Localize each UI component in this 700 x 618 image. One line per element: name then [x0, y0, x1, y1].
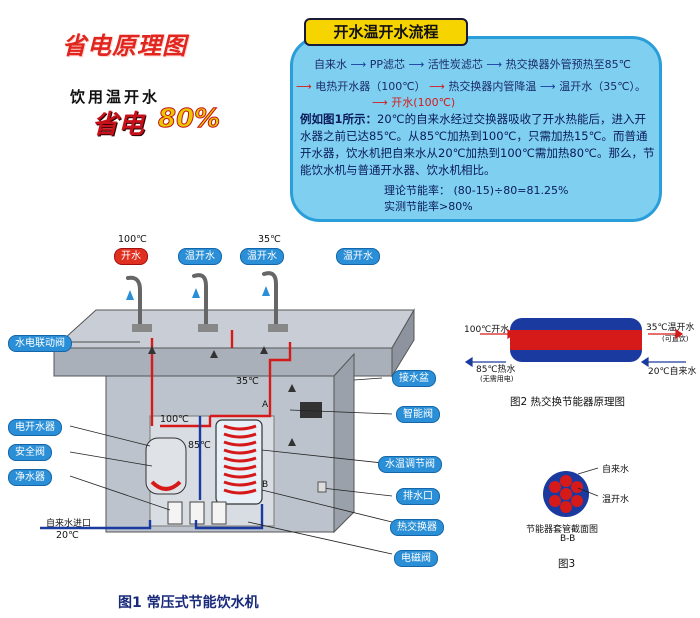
flow-step: 热交换器内管降温 — [448, 80, 537, 93]
flow-step: 热交换器外管预热至85℃ — [505, 58, 631, 71]
temp-35: 35℃ — [236, 376, 259, 387]
heat-exchanger-schematic — [510, 318, 642, 362]
fig2-hot-in: 100℃开水 — [464, 325, 510, 335]
cross-section-drawing — [543, 471, 589, 517]
arrow-right-icon: ⟶ — [350, 58, 370, 71]
tap-temp-35: 35℃ — [258, 234, 281, 245]
label-temp-valve: 水温调节阀 — [378, 456, 442, 473]
temp-85: 85℃ — [188, 440, 211, 451]
cabinet-side — [333, 352, 355, 534]
arrow-right-icon: ⟶ — [429, 80, 449, 93]
diagram-title: 省电原理图 — [62, 32, 187, 60]
flow-line-1: 自来水 ⟶ PP滤芯 ⟶ 活性炭滤芯 ⟶ 热交换器外管预热至85℃ — [314, 56, 631, 72]
tap-label-hot: 开水 — [114, 248, 148, 265]
label-smart-valve: 智能阀 — [396, 406, 440, 423]
paragraph-text: 20℃的自来水经过交换器吸收了开水热能后，进入开水器之前已达85℃。从85℃加热… — [300, 112, 655, 177]
fig2-hot-out: 85℃热水 — [476, 365, 516, 375]
figure2-caption: 图2 热交换节能器原理图 — [510, 396, 626, 408]
fig3-label-warm: 温开水 — [602, 495, 630, 505]
fig2-warm-out: 35℃温开水 — [646, 323, 695, 333]
label-safety-valve: 安全阀 — [8, 444, 52, 461]
fig2-arrows — [464, 328, 686, 368]
flow-step: 温开水（35℃）。 — [559, 80, 647, 93]
fig3-section-name: B-B — [560, 534, 576, 544]
arrow-right-icon: ⟶ — [296, 80, 312, 93]
fig3-section-title: 节能器套管截面图 — [526, 525, 599, 535]
saving-percent: 80% — [157, 104, 221, 135]
temp-20: 20℃ — [56, 530, 79, 541]
flow-step: 活性炭滤芯 — [427, 58, 483, 71]
theory-rate: 理论节能率： (80-15)÷80=81.25% — [384, 184, 569, 197]
flow-title: 开水温开水流程 — [304, 18, 468, 46]
control-box — [300, 402, 322, 418]
fig2-warm-note: (可直饮) — [662, 335, 689, 343]
actual-rate: 实测节能率>80% — [384, 200, 473, 213]
tap-label-warm: 温开水 — [336, 248, 380, 265]
section-b-label: B — [262, 480, 269, 490]
arrow-right-icon: ⟶ — [372, 96, 388, 109]
flow-panel — [290, 36, 662, 222]
section-a-label: A — [262, 400, 269, 410]
example-label: 例如图1所示： — [300, 112, 378, 126]
basin-side — [391, 308, 415, 378]
water-machine-diagram — [40, 271, 415, 555]
flow-step: 自来水 — [314, 58, 347, 71]
label-purifier: 净水器 — [8, 469, 52, 486]
flow-line-2: ⟶ 电热开水器（100℃） ⟶ 热交换器内管降温 ⟶ 温开水（35℃）。 — [296, 78, 646, 94]
figure1-caption: 图1 常压式节能饮水机 — [118, 595, 259, 611]
inlet-label: 自来水进口 — [46, 519, 92, 529]
arrow-right-icon: ⟶ — [408, 58, 428, 71]
tap-label-warm: 温开水 — [178, 248, 222, 265]
flow-line-3: ⟶ 开水(100℃) — [372, 94, 455, 110]
label-drain: 排水口 — [396, 488, 440, 505]
fig2-hot-note: (无需用电) — [480, 375, 514, 383]
tap-temp-100: 100℃ — [118, 234, 147, 245]
figure3-caption: 图3 — [558, 558, 576, 570]
label-heat-exchanger: 热交换器 — [390, 519, 444, 536]
flow-step: 电热开水器（100℃） — [315, 80, 426, 93]
label-valve-power-link: 水电联动阀 — [8, 335, 72, 352]
tap-label-warm: 温开水 — [240, 248, 284, 265]
subtitle: 饮用温开水 — [70, 88, 161, 106]
fig3-label-tap: 自来水 — [602, 465, 630, 475]
electric-boiler — [145, 437, 187, 495]
saving-word: 省电 — [92, 110, 145, 140]
label-electric-boiler: 电开水器 — [8, 419, 62, 436]
fig3-leaders — [577, 467, 599, 497]
fig2-cold-in: 20℃自来水 — [648, 367, 697, 377]
label-basin: 接水盆 — [392, 370, 436, 387]
label-solenoid-valve: 电磁阀 — [394, 550, 438, 567]
flow-step: PP滤芯 — [369, 58, 406, 71]
arrow-right-icon: ⟶ — [539, 80, 560, 93]
arrow-right-icon: ⟶ — [486, 58, 506, 71]
temp-100: 100℃ — [160, 414, 189, 425]
flow-paragraph: 例如图1所示：20℃的自来水经过交换器吸收了开水热能后，进入开水器之前已达85℃… — [300, 111, 656, 179]
flow-step: 开水(100℃) — [391, 96, 456, 109]
